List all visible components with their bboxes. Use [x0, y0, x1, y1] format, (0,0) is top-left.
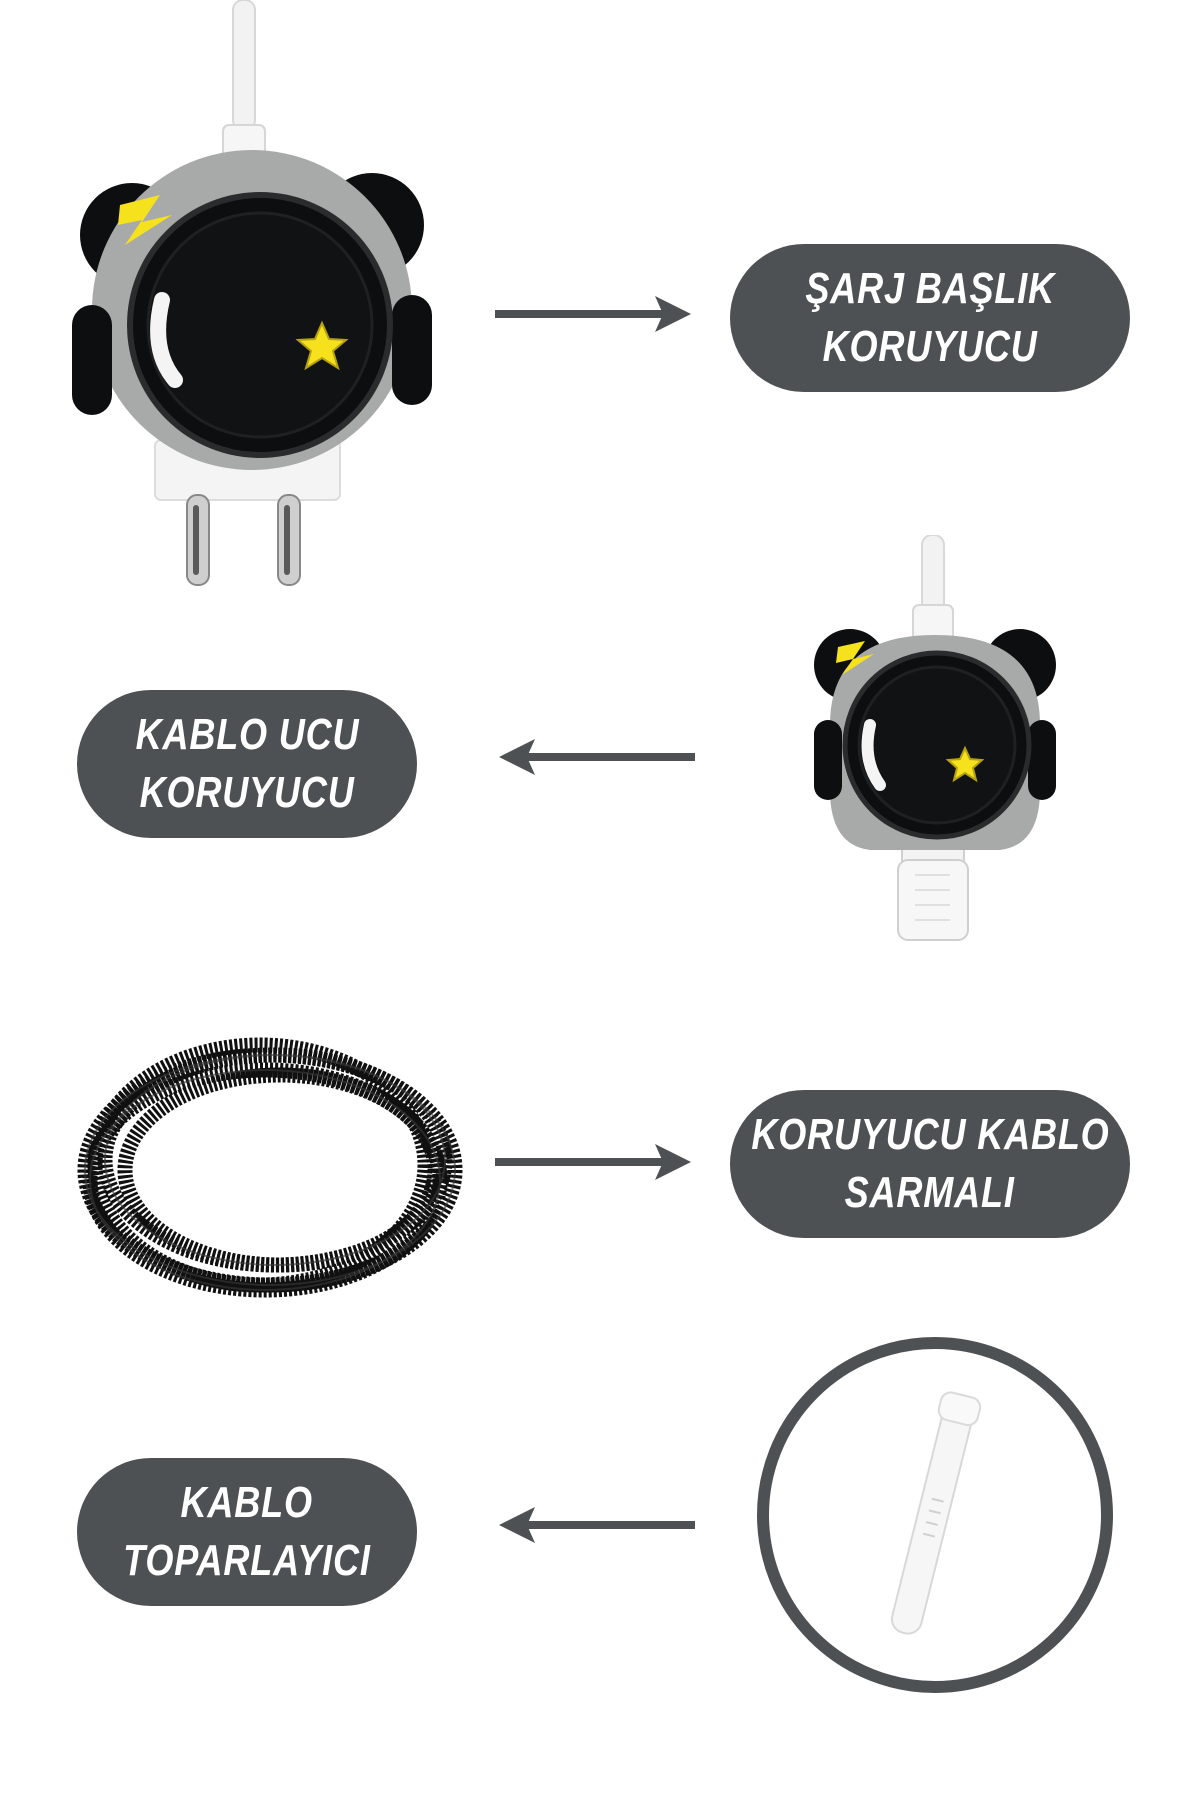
label-line: KABLO	[180, 1478, 314, 1527]
label-line: TOPARLAYICI	[123, 1536, 371, 1585]
cable-end-protector-image	[800, 534, 1070, 950]
cable-spiral-image	[70, 1020, 470, 1310]
label-line: KORUYUCU KABLO	[750, 1110, 1110, 1159]
label-line: KORUYUCU	[139, 768, 355, 817]
cable-spiral-icon	[77, 1037, 463, 1298]
arrow-right-1	[495, 296, 691, 332]
charger-protector-icon	[72, 0, 432, 586]
charger-protector-image	[50, 0, 480, 600]
label-cable-organizer: KABLO TOPARLAYICI	[77, 1458, 417, 1606]
label-cable-end-protector: KABLO UCU KORUYUCU	[77, 690, 417, 838]
label-line: ŞARJ BAŞLIK	[805, 264, 1055, 313]
cable-organizer-image	[750, 1330, 1120, 1700]
cable-organizer-icon	[757, 1337, 1113, 1693]
arrow-right-3	[495, 1144, 691, 1180]
arrow-left-4	[499, 1507, 695, 1543]
label-cable-spiral: KORUYUCU KABLO SARMALI	[730, 1090, 1130, 1238]
arrow-left-2	[499, 739, 695, 775]
label-line: SARMALI	[844, 1168, 1016, 1217]
label-line: KORUYUCU	[822, 322, 1038, 371]
label-line: KABLO UCU	[135, 710, 359, 759]
cable-end-protector-icon	[814, 534, 1056, 941]
label-charger-protector: ŞARJ BAŞLIK KORUYUCU	[730, 244, 1130, 392]
